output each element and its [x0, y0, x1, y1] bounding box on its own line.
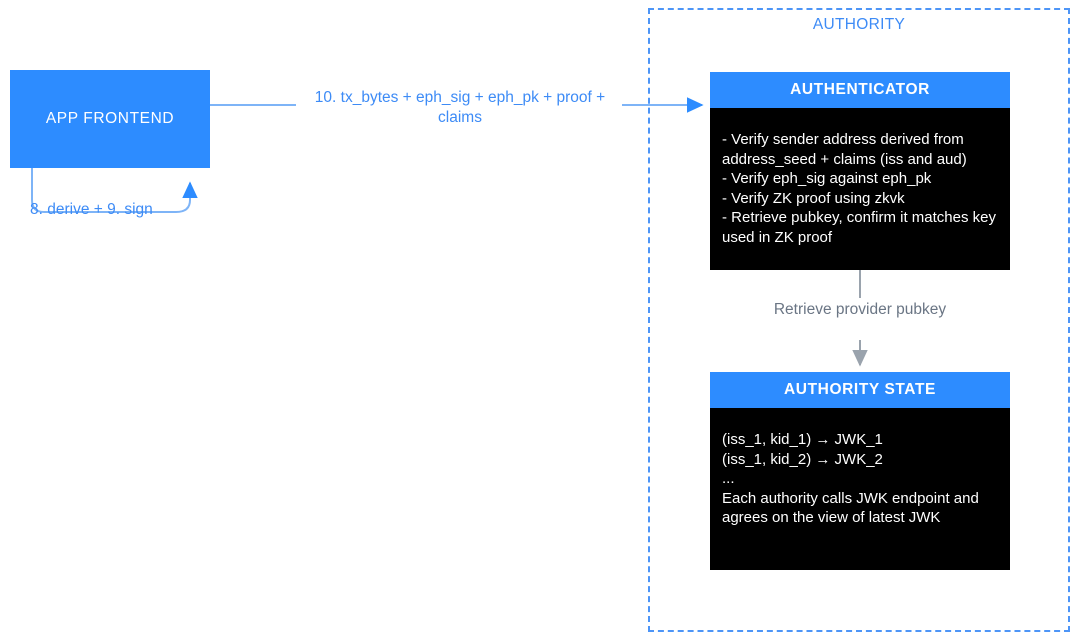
- node-authenticator-body: - Verify sender address derived from add…: [710, 108, 1010, 270]
- node-authenticator-header: AUTHENTICATOR: [710, 72, 1010, 108]
- edge-label-frontend-self-loop: 8. derive + 9. sign: [30, 201, 153, 218]
- node-authority-state[interactable]: AUTHORITY STATE (iss_1, kid_1) → JWK_1 (…: [710, 372, 1010, 570]
- node-app-frontend[interactable]: APP FRONTEND: [10, 70, 210, 168]
- node-authority-state-body: (iss_1, kid_1) → JWK_1 (iss_1, kid_2) → …: [710, 408, 1010, 570]
- node-authority-state-header: AUTHORITY STATE: [710, 372, 1010, 408]
- edge-label-authenticator-to-authority-state: Retrieve provider pubkey: [773, 301, 947, 318]
- node-authenticator[interactable]: AUTHENTICATOR - Verify sender address de…: [710, 72, 1010, 270]
- authority-group-boundary: [648, 8, 1070, 632]
- authority-group-label: AUTHORITY: [812, 16, 906, 33]
- edge-label-frontend-to-authenticator: 10. tx_bytes + eph_sig + eph_pk + proof …: [314, 89, 606, 126]
- node-app-frontend-label: APP FRONTEND: [45, 110, 175, 127]
